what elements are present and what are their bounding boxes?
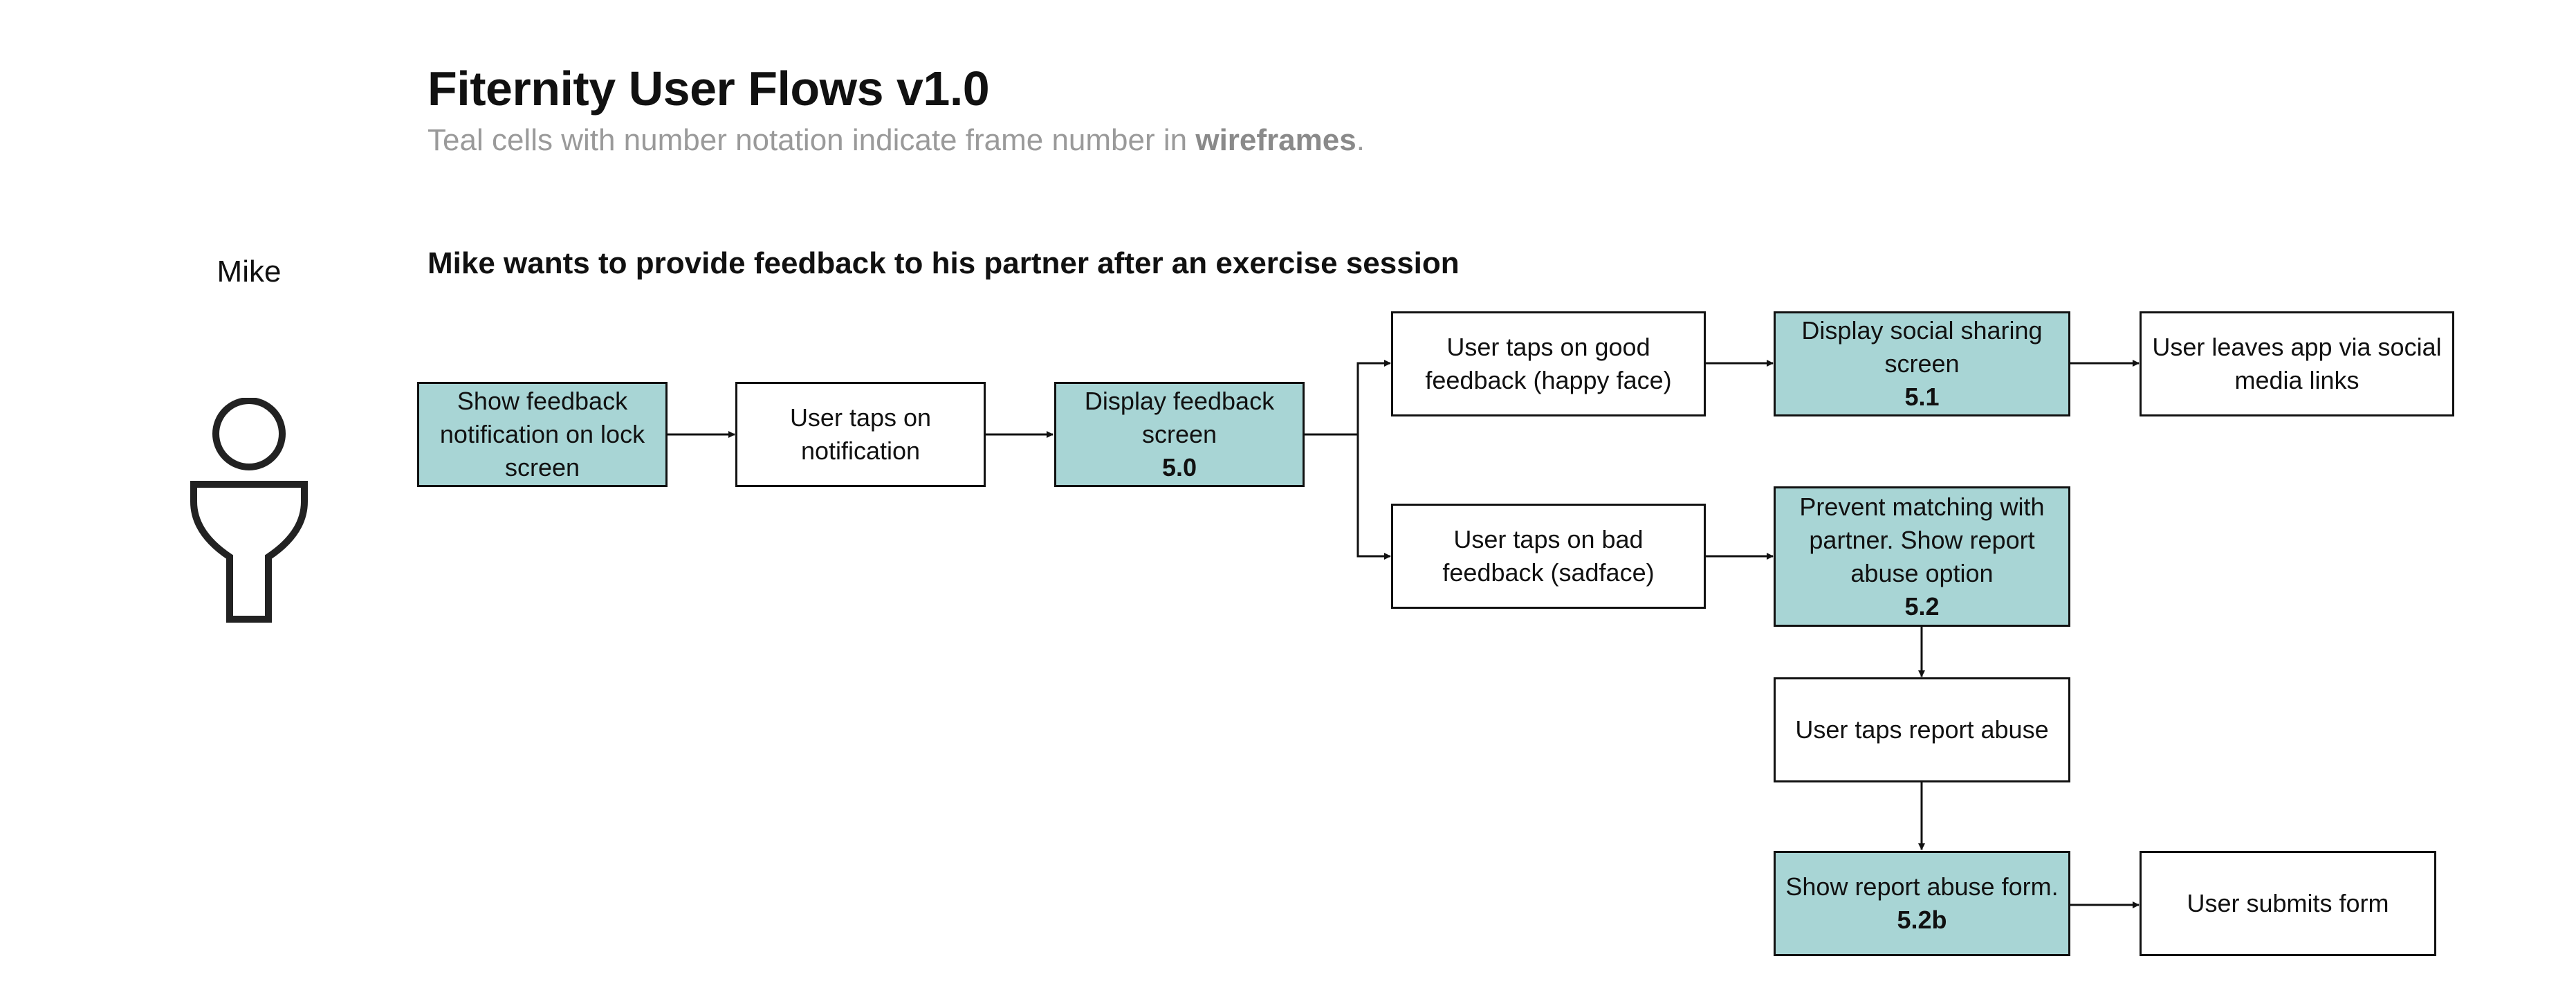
node-label: User taps on bad feedback (sadface) — [1442, 525, 1655, 587]
subtitle-text: Teal cells with number notation indicate… — [427, 123, 1196, 157]
node-label: User submits form — [2187, 889, 2389, 917]
node-prevent-matching: Prevent matching with partner. Show repo… — [1774, 486, 2070, 627]
node-label: Show report abuse form. — [1785, 872, 2059, 901]
subtitle-emphasis: wireframes — [1195, 123, 1356, 157]
page-subtitle: Teal cells with number notation indicate… — [427, 123, 1365, 158]
node-social-sharing: Display social sharing screen 5.1 — [1774, 311, 2070, 416]
frame-number: 5.2 — [1904, 592, 1940, 621]
node-leaves-app: User leaves app via social media links — [2140, 311, 2454, 416]
node-label: Display feedback screen — [1084, 387, 1275, 448]
node-tap-notification: User taps on notification — [735, 382, 986, 487]
node-label: Show feedback notification on lock scree… — [439, 387, 645, 482]
node-label: User taps on good feedback (happy face) — [1425, 333, 1672, 394]
node-show-notification: Show feedback notification on lock scree… — [417, 382, 668, 487]
node-label: User taps report abuse — [1795, 715, 2049, 744]
node-label: User leaves app via social media links — [2152, 333, 2442, 394]
actor-name: Mike — [217, 255, 282, 288]
subtitle-suffix: . — [1356, 123, 1365, 157]
node-label: Prevent matching with partner. Show repo… — [1799, 492, 2045, 587]
node-report-form: Show report abuse form. 5.2b — [1774, 851, 2070, 956]
node-tap-report: User taps report abuse — [1774, 677, 2070, 782]
frame-number: 5.1 — [1904, 383, 1940, 411]
frame-number: 5.2b — [1897, 906, 1947, 934]
node-tap-bad: User taps on bad feedback (sadface) — [1391, 504, 1706, 609]
frame-number: 5.0 — [1161, 453, 1197, 482]
arrow-feedback-to-good — [1305, 360, 1391, 436]
person-icon — [190, 398, 308, 623]
node-label: Display social sharing screen — [1801, 316, 2043, 378]
node-submits-form: User submits form — [2140, 851, 2436, 956]
flow-heading: Mike wants to provide feedback to his pa… — [427, 246, 1460, 280]
node-display-feedback: Display feedback screen 5.0 — [1054, 382, 1305, 487]
arrow-feedback-to-bad — [1356, 434, 1391, 560]
node-tap-good: User taps on good feedback (happy face) — [1391, 311, 1706, 416]
page-title: Fiternity User Flows v1.0 — [427, 62, 990, 116]
node-label: User taps on notification — [789, 403, 932, 465]
